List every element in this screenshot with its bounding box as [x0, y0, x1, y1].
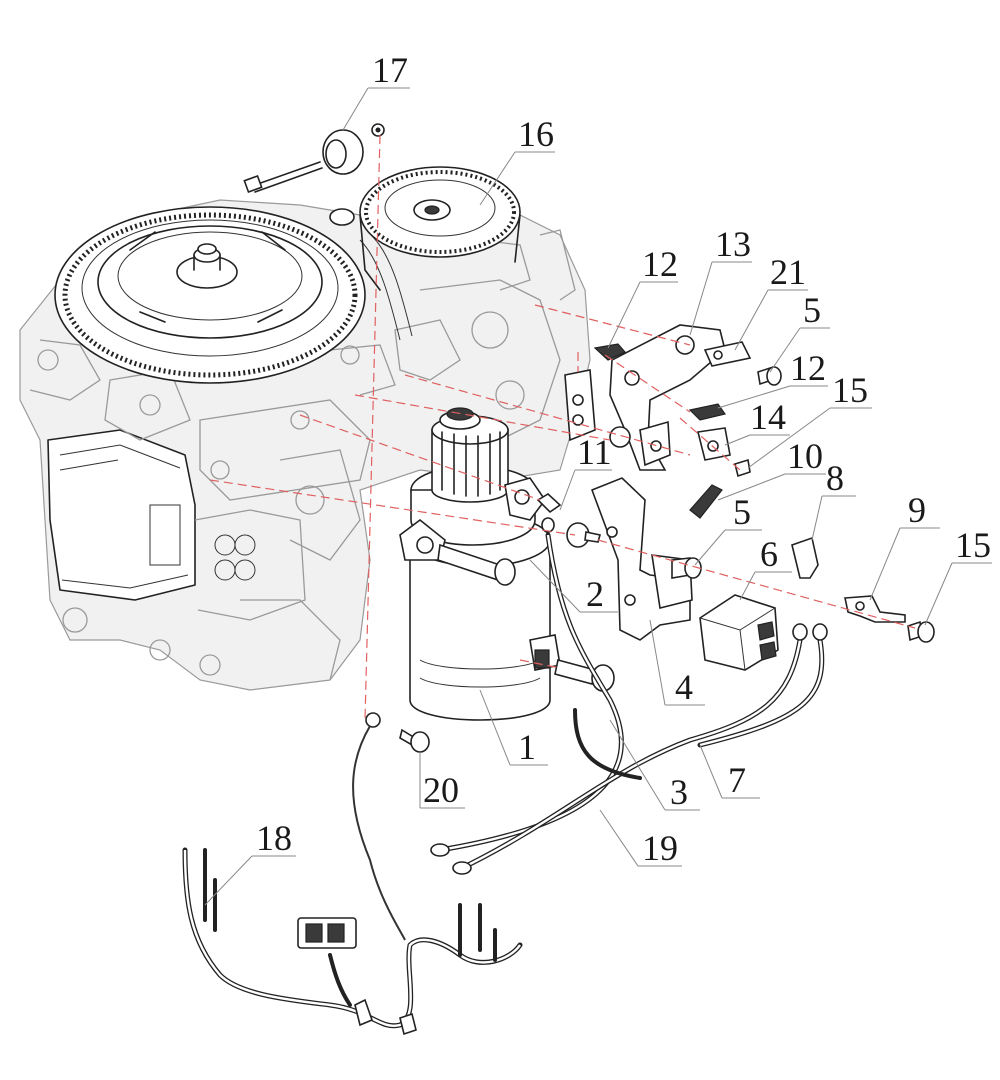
callout-4: 4 [675, 667, 693, 707]
callout-12-mid: 12 [790, 348, 826, 388]
callout-15-top: 15 [832, 370, 868, 410]
bolt-3 [554, 659, 615, 692]
callout-20: 20 [423, 770, 459, 810]
bracket-9 [844, 595, 906, 623]
callout-11: 11 [577, 432, 612, 472]
battery-cables [430, 517, 828, 875]
starter-motor [399, 407, 561, 721]
sensor-part [243, 123, 385, 194]
bolt-15-upper [734, 458, 751, 478]
callout-3: 3 [670, 772, 688, 812]
callout-1: 1 [518, 727, 536, 767]
callout-6: 6 [760, 534, 778, 574]
callout-10: 10 [787, 436, 823, 476]
callout-2: 2 [586, 574, 604, 614]
terminal-cap [791, 536, 819, 579]
flywheel [54, 206, 366, 384]
relay-clip-10 [689, 484, 723, 519]
callout-14: 14 [750, 397, 786, 437]
callout-9: 9 [908, 490, 926, 530]
wiring-harness [182, 847, 523, 1036]
assembly-lines [209, 134, 916, 721]
callout-8: 8 [826, 458, 844, 498]
callout-15-right: 15 [955, 525, 991, 565]
callout-12-top: 12 [642, 244, 678, 284]
callout-21: 21 [770, 252, 806, 292]
bolt-15-lower [907, 620, 935, 643]
clip-12-lower [688, 403, 726, 421]
callout-18: 18 [256, 818, 292, 858]
leader-lines [204, 87, 992, 906]
starter-relay [699, 594, 779, 671]
callout-labels: 17 16 12 13 21 5 12 15 14 10 11 8 5 9 15… [256, 50, 991, 868]
cam-pulley [329, 166, 521, 291]
callout-16: 16 [518, 114, 554, 154]
callout-7: 7 [728, 760, 746, 800]
bolt-5-upper [757, 366, 782, 386]
callout-19: 19 [642, 828, 678, 868]
callout-17: 17 [372, 50, 408, 90]
ground-wire [352, 712, 430, 941]
callout-13: 13 [715, 224, 751, 264]
callout-5-mid: 5 [733, 492, 751, 532]
bolt-11 [536, 493, 602, 548]
bracket-13 [564, 324, 752, 471]
callout-5-top: 5 [803, 290, 821, 330]
bracket-14 [697, 427, 731, 461]
